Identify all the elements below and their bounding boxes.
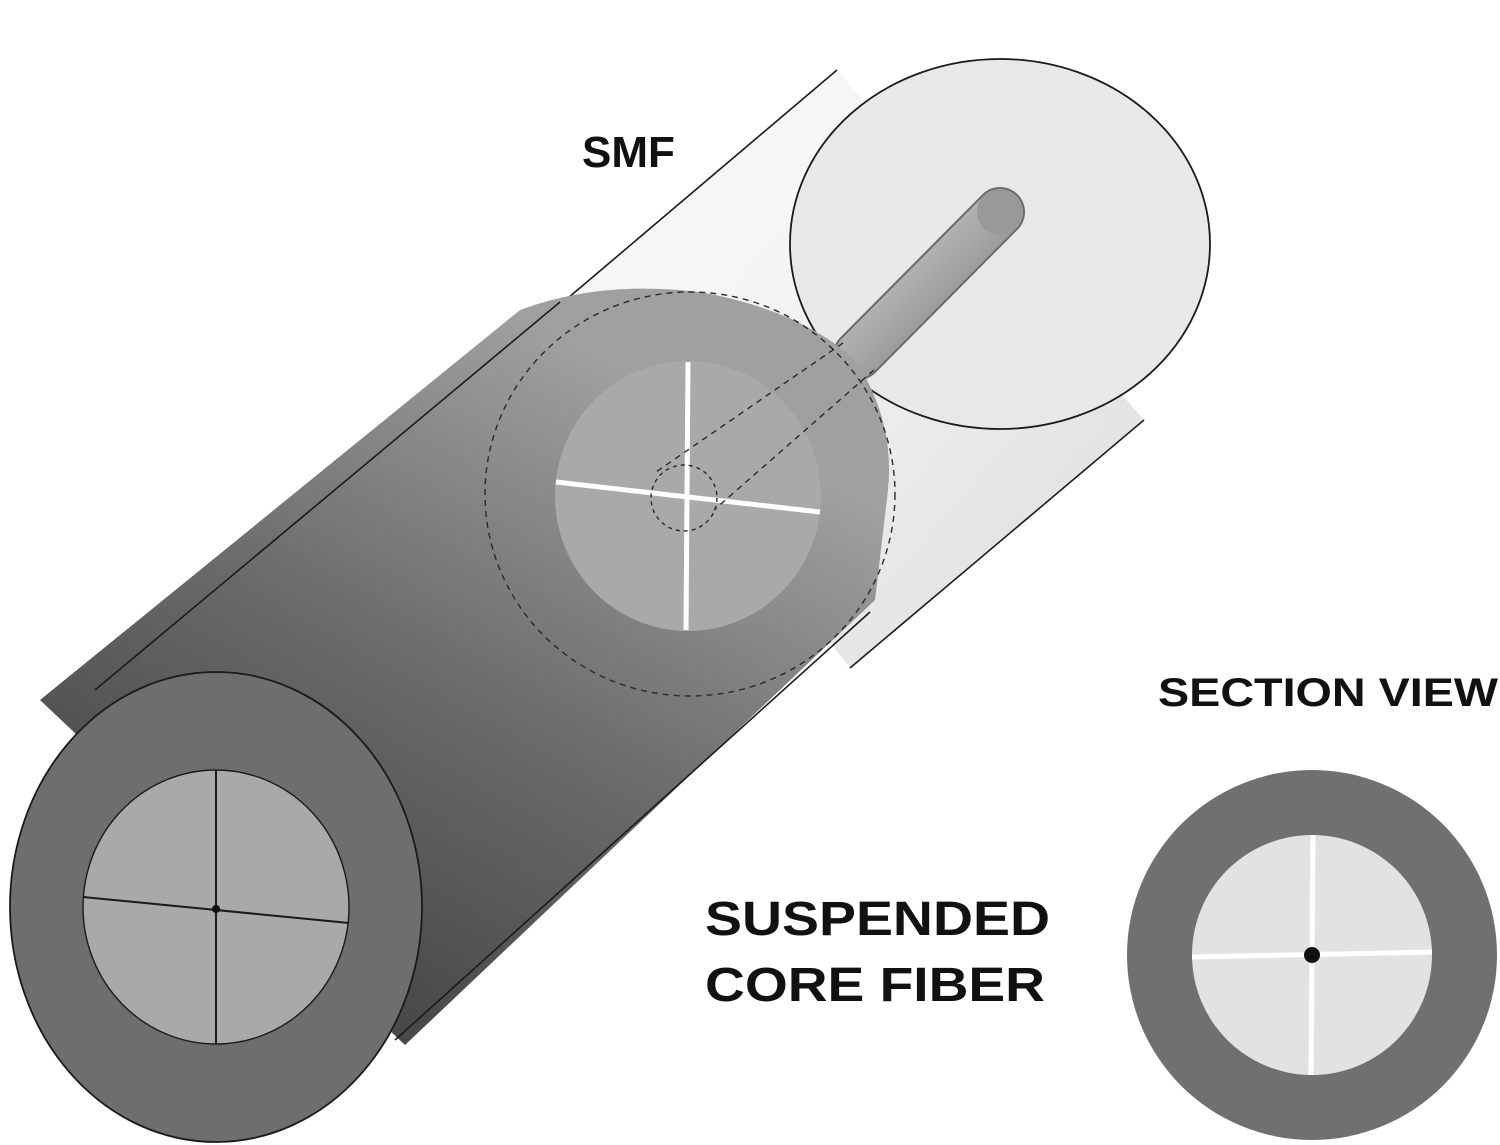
scf-far-end-dashed (484, 291, 896, 697)
scf-bottom-edge (394, 611, 871, 1041)
smf-core (833, 187, 1025, 380)
section-core (1304, 947, 1320, 963)
smf-label: SMF (582, 128, 675, 177)
section-view (1127, 770, 1497, 1140)
scf-label-line2: CORE FIBER (705, 959, 1045, 1012)
scf-top-edge (94, 301, 561, 691)
smf-core-hidden-end (650, 464, 718, 532)
section-view-label: SECTION VIEW (1158, 671, 1498, 715)
smf-core-tip (977, 189, 1023, 235)
scf-cylinder (9, 288, 896, 1143)
scf-near-core (212, 905, 220, 913)
scf-label-line1: SUSPENDED (705, 893, 1050, 946)
smf-bottom-edge (849, 419, 1145, 669)
smf-top-edge (567, 69, 838, 299)
